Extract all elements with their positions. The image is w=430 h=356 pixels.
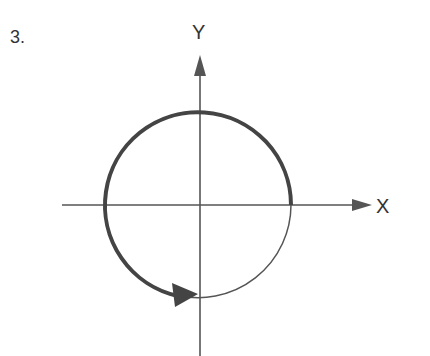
y-axis-arrow bbox=[194, 55, 206, 76]
motion-arrowhead bbox=[172, 283, 198, 307]
circle-path bbox=[176, 205, 291, 298]
axis-label: X bbox=[376, 196, 389, 216]
x-axis-arrow bbox=[352, 199, 372, 211]
axis-label: Y bbox=[192, 22, 205, 42]
motion-arc bbox=[105, 112, 291, 296]
problem-number: 3. bbox=[10, 28, 25, 46]
